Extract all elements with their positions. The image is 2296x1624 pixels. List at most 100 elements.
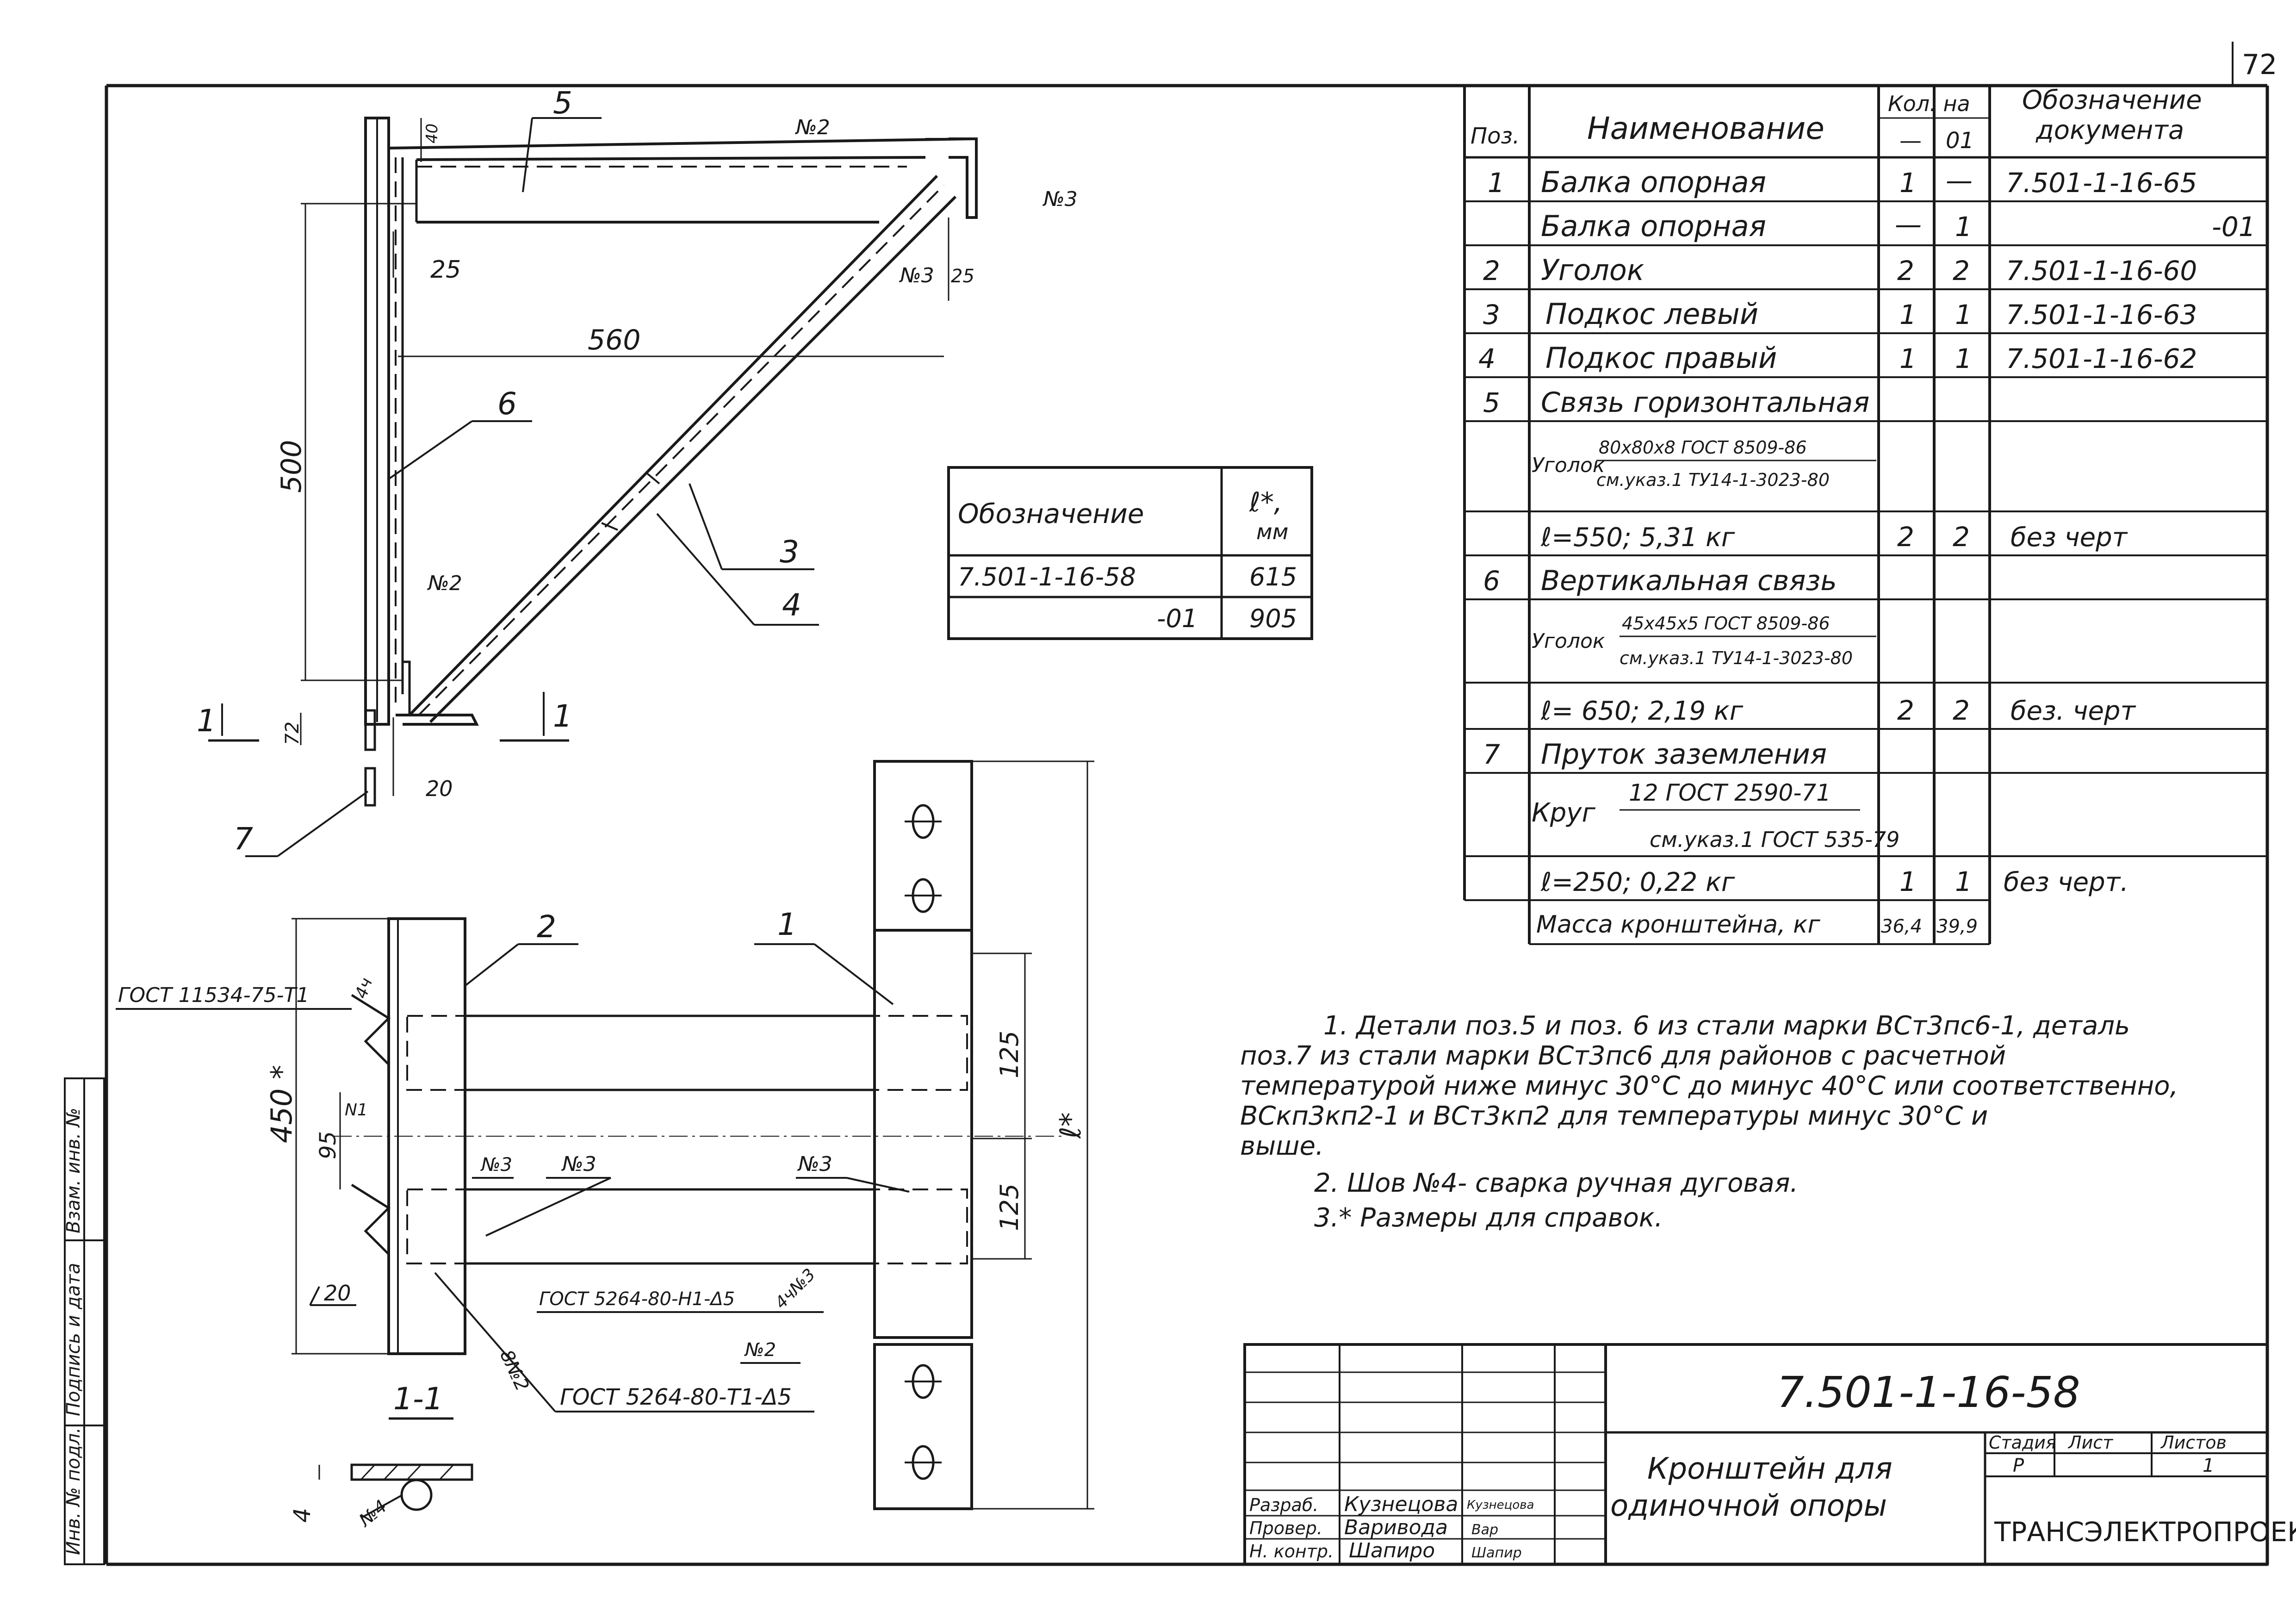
spec-header-qty-col1: — [1899, 128, 1922, 154]
spec-row-name: Вертикальная связь [1541, 565, 1837, 597]
note-line-7: 3.* Размеры для справок. [1314, 1203, 1663, 1233]
spec-row-pos: 2 [1483, 255, 1500, 286]
spec-row-5: 4 Подкос правый 1 1 7.501-1-16-62 [1478, 341, 2197, 375]
weld-n3-a: №3 [480, 1154, 512, 1176]
stage-label: Стадия [1989, 1432, 2056, 1453]
spec-header-qty-col2: 01 [1946, 128, 1974, 154]
vt-row2-designation: -01 [1157, 604, 1198, 633]
spec-row-name: ℓ= 650; 2,19 кг [1540, 696, 1744, 726]
bracket-elevation: 5 6 3 4 7 40 25 25 560 500 72 20 №2 №3 №… [197, 85, 1078, 857]
bolt-hole-2 [905, 878, 942, 913]
spec-row-q1: 2 [1897, 695, 1914, 726]
spec-row-doc: без черт [2011, 523, 2128, 553]
spec-row-name: Уголок [1532, 629, 1605, 653]
spec-row-7: Уголок 80х80х8 ГОСТ 8509-86 см.указ.1 ТУ… [1532, 437, 1876, 490]
pos5-label: 5 [553, 85, 572, 121]
note-line-4: ВСкп3кп2-1 и ВСт3кп2 для температуры мин… [1240, 1101, 1988, 1131]
spec-row-pos: 3 [1483, 299, 1500, 330]
section-mark-right: 1 [553, 698, 572, 734]
spec-header-doc2: документа [2035, 115, 2184, 145]
spec-row-q1: — [1895, 209, 1922, 240]
spec-row-q1: 2 [1897, 521, 1914, 553]
vt-header-unit: мм [1256, 519, 1288, 544]
stage-value: Р [2013, 1455, 2024, 1476]
spec-row-12: 7 Пруток заземления [1483, 738, 1827, 771]
bolt-hole-4 [905, 1445, 942, 1480]
title-line-1: Кронштейн для [1647, 1452, 1893, 1486]
pos2-label: 2 [537, 909, 556, 945]
spec-row-pos: 7 [1483, 739, 1500, 770]
page-number: 72 [2242, 49, 2277, 81]
role-2-name: Варивода [1344, 1516, 1448, 1539]
vt-row2-length: 905 [1249, 604, 1297, 633]
spec-row-denominator: см.указ.1 ТУ14-1-3023-80 [1620, 648, 1853, 668]
spec-row-name: Круг [1532, 798, 1595, 828]
organization: ТРАНСЭЛЕКТРОПРОЕКТ [1994, 1516, 2296, 1548]
spec-header-doc1: Обозначение [2022, 85, 2202, 115]
dim-4: 4 [289, 1508, 316, 1523]
spec-row-numerator: 45х45х5 ГОСТ 8509-86 [1622, 613, 1830, 634]
note-line-3: температурой ниже минус 30°С до минус 40… [1240, 1071, 2178, 1101]
spec-row-denominator: см.указ.1 ГОСТ 535-79 [1650, 827, 1899, 852]
spec-row-pos: 4 [1478, 343, 1496, 374]
spec-row-9: 6 Вертикальная связь [1483, 565, 1837, 597]
spec-row-q1: 1 [1899, 167, 1917, 199]
dim-20b: 20 [324, 1281, 351, 1306]
dim-25b: 25 [951, 266, 974, 287]
role-1-sign: Кузнецова [1467, 1498, 1534, 1512]
spec-header-pos: Поз. [1471, 123, 1520, 149]
spec-row-q2: 1 [1955, 866, 1972, 897]
spec-row-name: Подкос левый [1545, 297, 1758, 331]
spec-row-13: Круг 12 ГОСТ 2590-71 см.указ.1 ГОСТ 535-… [1532, 779, 1899, 852]
role-2: Провер. [1249, 1518, 1322, 1538]
spec-row-q1: 1 [1899, 866, 1917, 897]
gost-5264-h1: ГОСТ 5264-80-Н1-Δ5 [539, 1288, 735, 1310]
spec-row-q2: 2 [1953, 521, 1970, 553]
dim-l: ℓ* [1054, 1112, 1087, 1139]
weld-n3-mid: №3 [899, 264, 934, 287]
vt-row1-designation: 7.501-1-16-58 [958, 562, 1136, 591]
role-3: Н. контр. [1249, 1541, 1334, 1562]
spec-row-name: Балка опорная [1541, 165, 1766, 199]
spec-row-4: 3 Подкос левый 1 1 7.501-1-16-63 [1483, 297, 2197, 331]
spec-row-doc: без. черт [2011, 696, 2136, 726]
spec-row-name: Балка опорная [1541, 209, 1766, 243]
spec-row-q2: 2 [1953, 255, 1970, 286]
spec-row-q1: 2 [1897, 255, 1914, 286]
spec-row-q1: 36,4 [1881, 916, 1922, 937]
bolt-hole-3 [905, 1364, 942, 1399]
bolt-hole-1 [905, 804, 942, 839]
spec-row-doc: -01 [2212, 211, 2256, 243]
spec-header-qty: Кол. на [1888, 91, 1970, 116]
spec-row-q2: 1 [1955, 343, 1972, 374]
spec-row-10: Уголок 45х45х5 ГОСТ 8509-86 см.указ.1 ТУ… [1532, 613, 1876, 668]
spec-row-q1: 1 [1899, 299, 1917, 330]
weld-n1: N1 [345, 1101, 368, 1120]
spec-row-q2: 39,9 [1936, 916, 1978, 937]
spec-row-14: ℓ=250; 0,22 кг 1 1 без черт. [1540, 866, 2128, 897]
spec-row-denominator: см.указ.1 ТУ14-1-3023-80 [1596, 470, 1830, 490]
note-line-1: 1. Детали поз.5 и поз. 6 из стали марки … [1323, 1011, 2130, 1041]
role-1: Разраб. [1249, 1495, 1318, 1515]
spec-row-numerator: 12 ГОСТ 2590-71 [1629, 779, 1831, 806]
spec-row-name: Уголок [1541, 253, 1644, 287]
sheet-label: Лист [2067, 1432, 2114, 1453]
spec-row-q2: 1 [1955, 211, 1972, 243]
spec-row-6: 5 Связь горизонтальная [1483, 386, 1869, 419]
vt-header-length: ℓ*, [1249, 486, 1282, 518]
spec-row-name: Пруток заземления [1541, 738, 1827, 771]
vt-row1-length: 615 [1249, 562, 1297, 591]
note-line-6: 2. Шов №4- сварка ручная дуговая. [1314, 1168, 1798, 1198]
spec-row-q1: 1 [1899, 343, 1917, 374]
note-line-5: выше. [1240, 1131, 1324, 1161]
spec-row-mass: Масса кронштейна, кг 36,4 39,9 [1536, 911, 1978, 939]
title-block: 7.501-1-16-58 Кронштейн для одиночной оп… [1243, 1343, 2296, 1566]
dim-500: 500 [275, 440, 308, 493]
stamp-inv-podl: Инв. № подл. [63, 1427, 84, 1555]
dim-40: 40 [423, 124, 441, 143]
variants-table: Обозначение ℓ*, мм 7.501-1-16-58 615 -01… [947, 466, 1313, 640]
spec-row-numerator: 80х80х8 ГОСТ 8509-86 [1599, 437, 1807, 458]
spec-row-name: Масса кронштейна, кг [1536, 911, 1821, 939]
role-2-sign: Вар [1471, 1522, 1498, 1538]
spec-row-pos: 1 [1488, 167, 1505, 199]
